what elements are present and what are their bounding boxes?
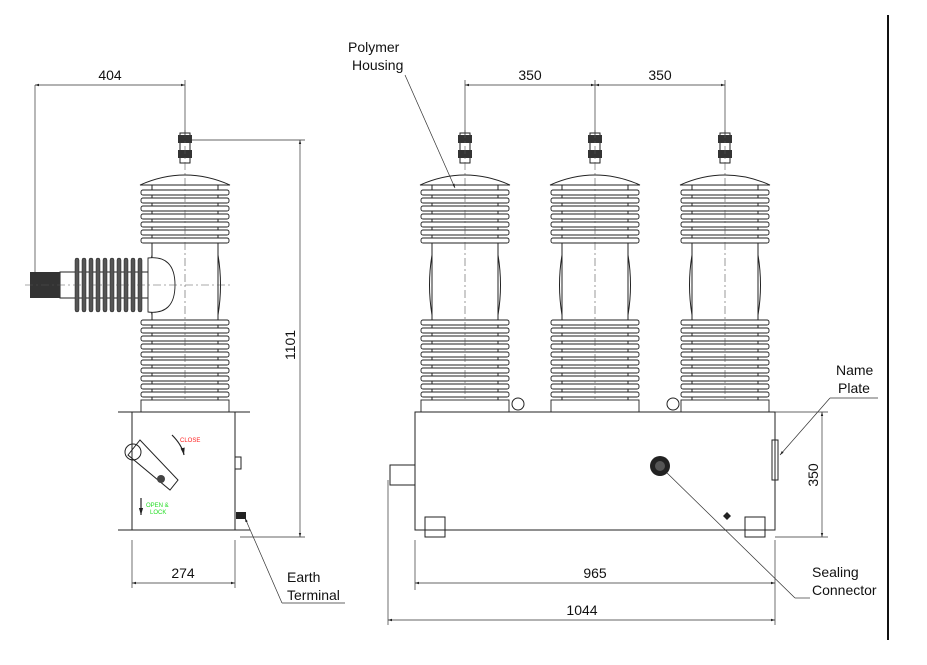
open-lock-label-2: LOCK bbox=[150, 510, 166, 516]
terminal-clamp bbox=[458, 135, 472, 143]
dimension-1101: 1101 bbox=[190, 139, 305, 538]
side-view bbox=[25, 130, 250, 531]
dimension-350-tank: 350 bbox=[775, 411, 828, 538]
operating-lever bbox=[127, 439, 179, 491]
insulator-pole bbox=[679, 130, 771, 413]
close-indicator-label: CLOSE bbox=[180, 438, 200, 444]
insulator-base bbox=[420, 399, 510, 413]
label-connector: Connector bbox=[812, 582, 877, 598]
insulator-base bbox=[550, 399, 640, 413]
dimension-1044: 1044 bbox=[388, 602, 775, 622]
dim-350-label-1: 350 bbox=[518, 67, 542, 83]
label-plate: Plate bbox=[838, 380, 870, 396]
terminal-clamp bbox=[588, 135, 602, 143]
dim-1101-label: 1101 bbox=[282, 330, 298, 360]
lever-hub bbox=[124, 443, 142, 461]
interrupter-housing bbox=[429, 254, 501, 316]
dim-404-label: 404 bbox=[98, 67, 122, 83]
insulator-pole bbox=[419, 130, 511, 413]
dim-274-label: 274 bbox=[171, 565, 195, 581]
foot bbox=[424, 516, 446, 538]
dimension-965: 965 bbox=[387, 480, 776, 625]
label-earth: Earth bbox=[287, 569, 320, 585]
side-boss bbox=[234, 456, 242, 470]
interrupter-housing bbox=[689, 254, 761, 316]
insulator-pole bbox=[139, 130, 231, 413]
callout-sealing-connector: Sealing Connector bbox=[663, 469, 877, 599]
insulator-base bbox=[140, 399, 230, 413]
dim-350-tank-label: 350 bbox=[805, 463, 821, 487]
insulator-pole bbox=[549, 130, 641, 413]
lifting-eye bbox=[666, 397, 680, 411]
dim-1044-label: 1044 bbox=[566, 602, 597, 618]
callout-name-plate: Name Plate bbox=[779, 362, 878, 456]
lever-pin bbox=[157, 475, 165, 483]
tank bbox=[414, 411, 776, 531]
dim-350-label-2: 350 bbox=[648, 67, 672, 83]
front-view bbox=[389, 130, 779, 538]
dimension-274: 274 bbox=[131, 540, 236, 588]
terminal-clamp bbox=[718, 135, 732, 143]
earth-mark bbox=[723, 512, 731, 520]
label-terminal: Terminal bbox=[287, 587, 340, 603]
dimension-350-poles: 350 350 bbox=[464, 67, 726, 135]
callout-earth-terminal: Earth Terminal bbox=[244, 517, 345, 604]
label-name: Name bbox=[836, 362, 874, 378]
open-lock-label-1: OPEN & bbox=[146, 503, 169, 509]
dimension-404: 404 bbox=[34, 67, 186, 275]
foot bbox=[744, 516, 766, 538]
operating-handle bbox=[389, 464, 416, 486]
label-sealing: Sealing bbox=[812, 564, 859, 580]
insulator-base bbox=[680, 399, 770, 413]
name-plate bbox=[771, 439, 779, 481]
close-arrow-icon bbox=[171, 434, 185, 456]
lifting-eye bbox=[511, 397, 525, 411]
callout-polymer-housing: Polymer Housing bbox=[348, 39, 456, 189]
dim-965-label: 965 bbox=[583, 565, 607, 581]
earth-terminal bbox=[236, 512, 246, 519]
sealing-connector-inner bbox=[655, 461, 665, 471]
interrupter-housing bbox=[559, 254, 631, 316]
label-housing: Housing bbox=[352, 57, 403, 73]
label-polymer: Polymer bbox=[348, 39, 400, 55]
